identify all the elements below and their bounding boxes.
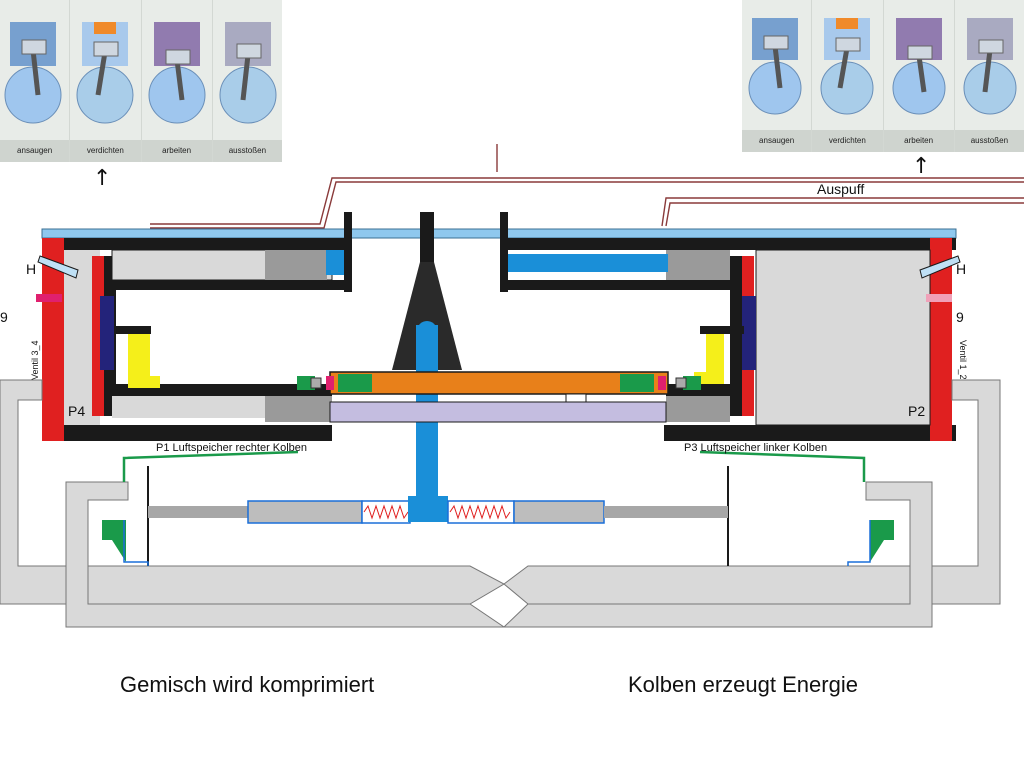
up-arrow-icon: ↑	[93, 166, 112, 191]
left-cylinder	[42, 212, 352, 441]
h-label-right: H	[956, 261, 966, 277]
air-duct-right	[502, 379, 1001, 628]
seal-right	[675, 376, 701, 390]
center-support	[392, 212, 462, 515]
engine-icon	[820, 18, 874, 115]
air-storage-right	[699, 450, 894, 566]
cycle-panel-power: arbeiten	[141, 0, 213, 162]
seal-left	[297, 376, 322, 390]
p3-label: P3 Luftspeicher linker Kolben	[684, 442, 827, 454]
cycle-panel-intake: ansaugen	[0, 0, 71, 162]
engine-icon	[4, 22, 62, 124]
cycle-label: ansaugen	[0, 140, 70, 162]
exhaust-pipes	[150, 144, 1024, 229]
cycle-panel-exhaust: ausstoßen	[212, 0, 282, 162]
engine-icon	[148, 22, 205, 124]
crosshead	[326, 371, 669, 423]
cycle-strip-left: ansaugen verdichten arbeiten ausstoßen	[0, 0, 282, 162]
engine-icon	[76, 22, 134, 124]
cycle-panel-intake: ansaugen	[742, 0, 813, 152]
nine-label-left: 9	[0, 309, 8, 325]
cycle-label: arbeiten	[883, 130, 954, 152]
engine-icon	[748, 18, 802, 115]
cycle-label: arbeiten	[141, 140, 212, 162]
cycle-label: verdichten	[812, 130, 883, 152]
cycle-label: ausstoßen	[212, 140, 282, 162]
air-duct-left	[0, 379, 506, 628]
engine-icon	[892, 18, 945, 115]
engine-icon	[963, 18, 1017, 115]
caption-left: Gemisch wird komprimiert	[120, 672, 375, 697]
cooling-plate	[41, 228, 957, 239]
h-label-left: H	[26, 261, 36, 277]
p1-label: P1 Luftspeicher rechter Kolben	[156, 442, 307, 454]
spring-rod	[148, 496, 728, 524]
nine-label-right: 9	[956, 309, 964, 325]
engine-icon	[219, 22, 277, 124]
valve-right	[919, 255, 961, 302]
cycle-strip-right: ansaugen verdichten arbeiten ausstoßen	[742, 0, 1024, 152]
cycle-panel-exhaust: ausstoßen	[954, 0, 1024, 152]
p4-label: P4	[68, 403, 85, 419]
cycle-panel-power: arbeiten	[883, 0, 955, 152]
p2-label: P2	[908, 403, 925, 419]
valve-left	[36, 255, 79, 302]
cycle-panel-compress: verdichten	[812, 0, 884, 152]
valve-label-right: Ventil 1_2	[958, 340, 968, 380]
caption-right: Kolben erzeugt Energie	[628, 672, 858, 697]
cycle-label: verdichten	[70, 140, 141, 162]
up-arrow-icon: ↑	[912, 154, 931, 179]
cycle-label: ansaugen	[742, 130, 812, 152]
valve-label-left: Ventil 3_4	[30, 340, 40, 380]
exhaust-label: Auspuff	[817, 181, 864, 197]
right-cylinder	[500, 212, 956, 441]
cycle-label: ausstoßen	[954, 130, 1024, 152]
cycle-panel-compress: verdichten	[70, 0, 142, 162]
